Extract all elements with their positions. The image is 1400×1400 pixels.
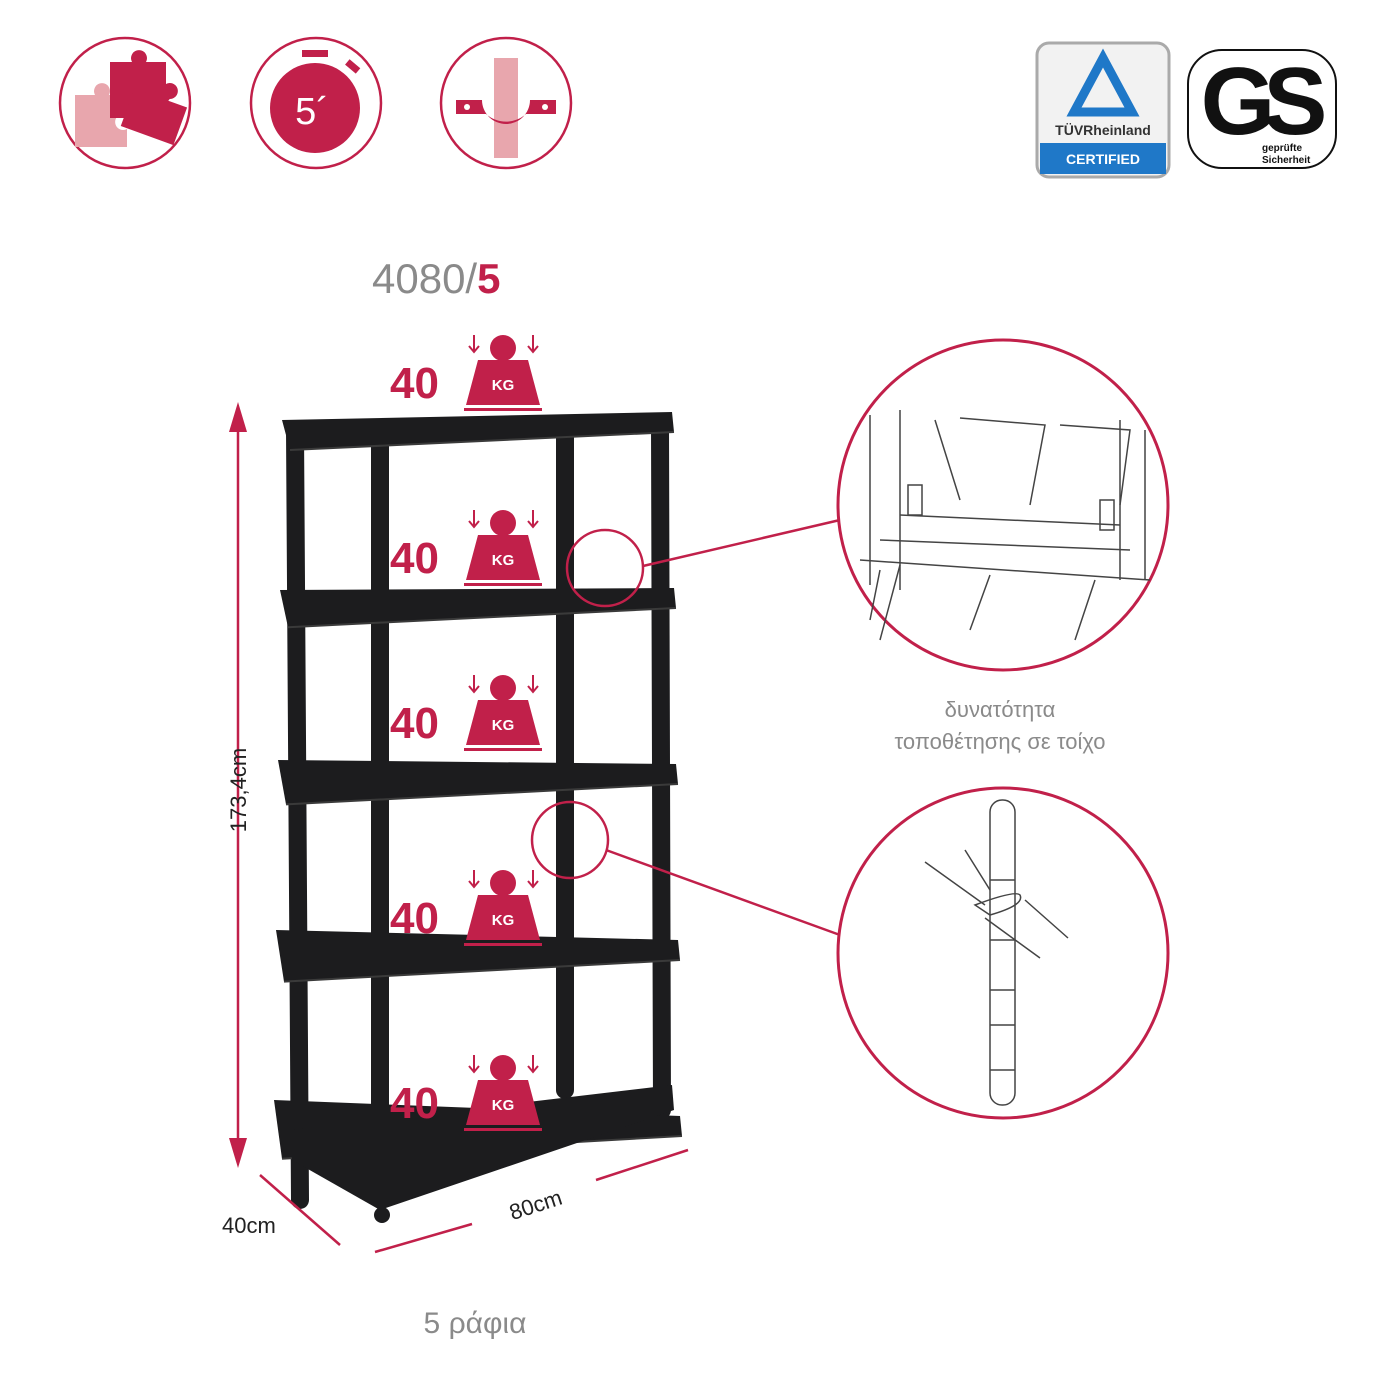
shelf [282, 412, 674, 450]
shelving-unit [274, 412, 683, 1223]
puzzle-assembly-icon [58, 36, 192, 170]
shelf-edge [289, 431, 675, 451]
load-label: 40 KG [390, 870, 542, 946]
weight-icon [464, 335, 542, 411]
stopwatch-label: 5´ [295, 91, 329, 133]
shelf-joint-detail [565, 338, 1170, 672]
gs-safety-logo: GS geprüfte Sicherheit [1187, 48, 1337, 169]
shelf-edge [283, 959, 681, 983]
wall-mount-caption-line1: δυνατότητα [945, 697, 1056, 722]
gs-letters: GS [1201, 48, 1325, 155]
width-label: 80cm [506, 1185, 565, 1225]
load-unit: KG [492, 552, 515, 569]
shelf [280, 588, 676, 628]
gs-sub1: geprüfte [1262, 143, 1302, 154]
load-value: 40 [390, 699, 439, 748]
shelves-count-label: 5 ράφια [424, 1307, 527, 1340]
weight-icon [464, 675, 542, 751]
load-label: 40 KG [390, 335, 542, 411]
weight-icon [464, 1055, 542, 1131]
wall-bracket-icon [439, 36, 573, 170]
depth-dimension [259, 1174, 341, 1246]
load-unit: KG [492, 1097, 515, 1114]
tuv-badge-text: CERTIFIED [1066, 151, 1140, 167]
shelf [278, 760, 678, 805]
tuv-brand-text: TÜVRheinland [1055, 122, 1151, 138]
load-label: 40 KG [390, 1055, 542, 1131]
height-label: 173,4cm [226, 748, 251, 832]
load-unit: KG [492, 377, 515, 394]
load-value: 40 [390, 894, 439, 943]
weight-icon [464, 510, 542, 586]
wall-mount-caption-line2: τοποθέτησης σε τοίχο [894, 729, 1105, 754]
load-label: 40 KG [390, 510, 542, 586]
bottom-shelf-base [290, 1085, 674, 1210]
height-dimension [229, 402, 247, 1168]
depth-label: 40cm [222, 1213, 276, 1238]
weight-icon [464, 870, 542, 946]
width-dimension [374, 1148, 689, 1254]
gs-sub2: Sicherheit [1262, 155, 1311, 166]
shelf-post [286, 421, 309, 1209]
shelf-edge [285, 783, 679, 806]
load-value: 40 [390, 1079, 439, 1128]
load-label: 40 KG [390, 675, 542, 751]
tuv-certified-logo: TÜVRheinland CERTIFIED [1035, 41, 1171, 179]
load-value: 40 [390, 359, 439, 408]
load-unit: KG [492, 912, 515, 929]
load-unit: KG [492, 717, 515, 734]
stopwatch-icon: 5´ [249, 36, 383, 170]
load-value: 40 [390, 534, 439, 583]
wall-bracket-detail [530, 786, 1170, 1120]
shelf [276, 930, 680, 982]
model-title: 4080/5 [372, 255, 500, 302]
shelf-foot [374, 1207, 390, 1223]
shelf-edge [287, 607, 677, 629]
